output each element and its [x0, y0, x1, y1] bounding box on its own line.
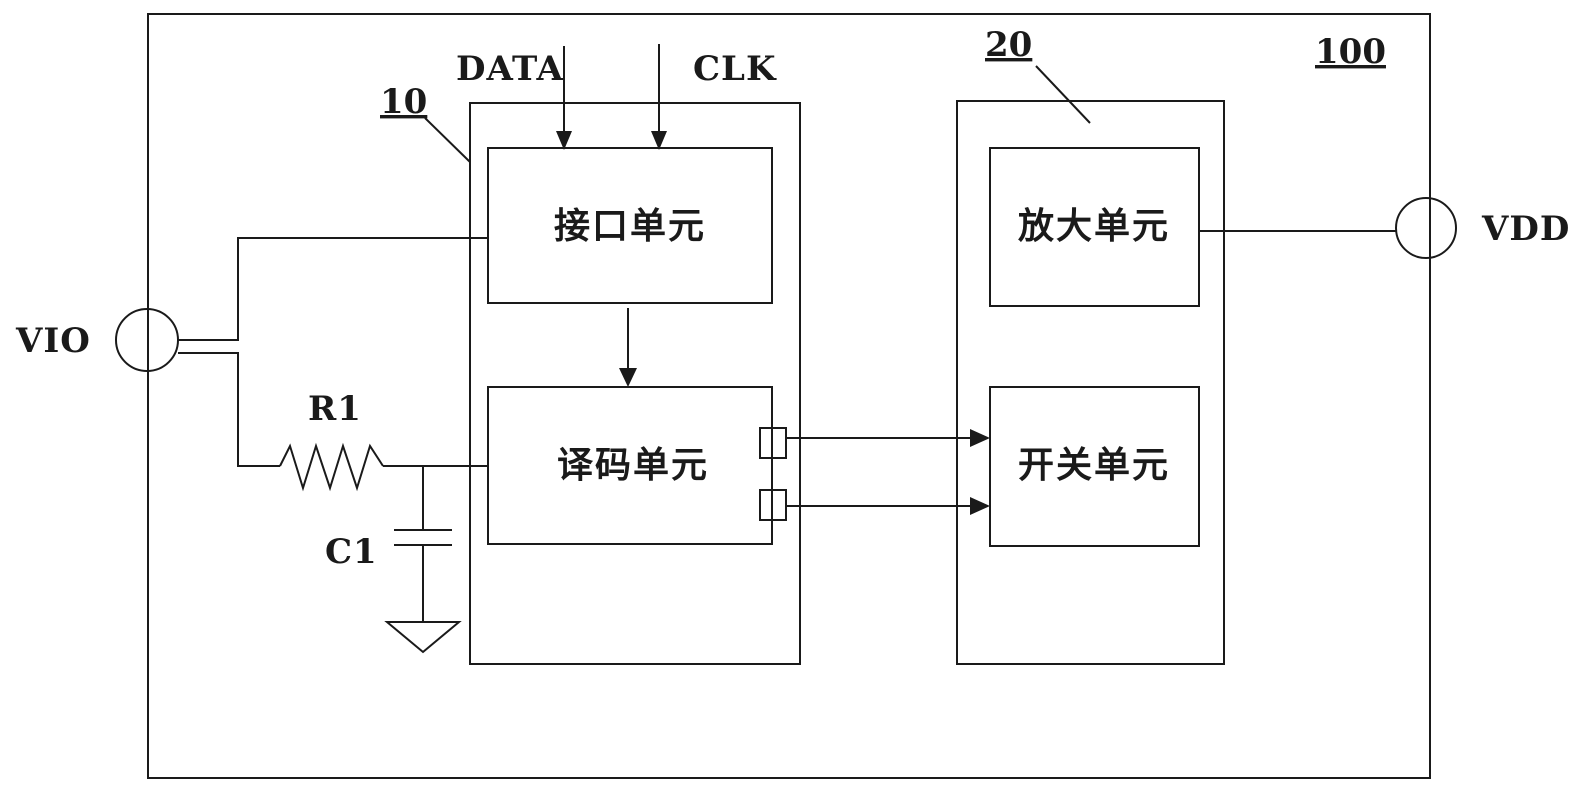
switch-unit-box [989, 386, 1200, 547]
vio-to-resistor-wire [178, 352, 280, 467]
decode-to-switch-arrowhead-1 [970, 429, 990, 447]
vio-signal-label: VIO [15, 321, 91, 361]
vdd-signal-label: VDD [1481, 209, 1570, 249]
module-20-leader-line [1035, 65, 1091, 124]
module-10-leader-line [424, 117, 471, 163]
device-boundary-100 [147, 13, 1431, 779]
amplifier-unit-box [989, 147, 1200, 307]
clk-signal-label: CLK [693, 49, 777, 89]
module-20-boundary [956, 100, 1225, 665]
interface-unit-box [487, 147, 773, 304]
capacitor-label: C1 [325, 532, 378, 572]
data-signal-label: DATA [456, 49, 564, 89]
decode-unit-label: 译码单元 [557, 445, 709, 486]
vdd-terminal [1395, 197, 1457, 259]
amplifier-unit-label: 放大单元 [1018, 206, 1170, 247]
data-input-arrowhead [556, 131, 572, 150]
module-10-boundary [469, 102, 801, 665]
switch-unit-label: 开关单元 [1018, 445, 1170, 486]
interface-unit-label: 接口单元 [554, 206, 706, 247]
resistor-r1-symbol [279, 442, 384, 492]
clk-input-arrowhead [651, 131, 667, 150]
resistor-label: R1 [308, 389, 362, 429]
device-ref-label: 100 [1315, 32, 1386, 72]
module-20-ref-label: 20 [985, 25, 1032, 65]
ground-symbol [384, 621, 462, 654]
interface-to-decode-arrowhead [619, 368, 637, 387]
decode-output-port-1 [759, 427, 787, 459]
decode-to-switch-arrowhead-2 [970, 497, 990, 515]
vio-to-interface-wire [178, 237, 488, 341]
module-10-ref-label: 10 [380, 82, 427, 122]
